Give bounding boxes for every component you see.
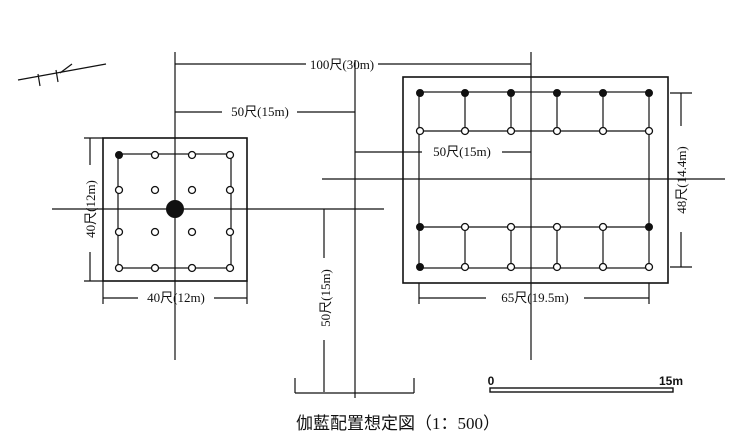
pillar-base — [506, 222, 516, 232]
hall-foundation — [402, 76, 669, 284]
pillar-base — [114, 185, 124, 195]
central-pillar — [166, 200, 184, 218]
pillar-base — [415, 126, 425, 136]
hall-depth-dimension: 48尺(14.4m) — [670, 92, 692, 268]
pillar-base — [150, 185, 160, 195]
pillar-base — [598, 222, 608, 232]
scale-end-label: 15m — [659, 374, 683, 388]
pillar-base — [506, 126, 516, 136]
top-offset-label: 50尺(15m) — [231, 104, 289, 119]
pillar-base — [225, 263, 235, 273]
pillar-base — [114, 227, 124, 237]
pillar-base — [187, 150, 197, 160]
base-bracket — [294, 378, 415, 394]
pillar-base — [598, 126, 608, 136]
pillar-base — [506, 262, 516, 272]
hall-width-dimension: 65尺(19.5m) — [418, 283, 650, 305]
overall-span-dimension: 100尺(30m) — [175, 57, 531, 72]
pillar-base — [553, 89, 561, 97]
pillar-base — [416, 89, 424, 97]
pillar-base — [114, 263, 124, 273]
hall-offset-label: 50尺(15m) — [433, 144, 491, 159]
pillar-base — [150, 263, 160, 273]
pillar-base — [644, 262, 654, 272]
top-offset-dimension: 50尺(15m) — [175, 104, 355, 119]
pillar-base — [460, 222, 470, 232]
pillar-base — [644, 126, 654, 136]
pillar-base — [552, 222, 562, 232]
pagoda-height-label: 40尺(12m) — [83, 180, 98, 238]
hall-offset-dimension: 50尺(15m) — [355, 144, 531, 159]
pillar-base — [150, 227, 160, 237]
pagoda-foundation — [102, 137, 248, 282]
pillar-base — [599, 89, 607, 97]
figure-caption: 伽藍配置想定図（1：500） — [296, 414, 500, 433]
pagoda-height-dimension: 40尺(12m) — [83, 137, 103, 282]
pillar-base — [507, 89, 515, 97]
pillar-base — [645, 89, 653, 97]
pagoda-pillars — [114, 150, 235, 273]
pillar-base — [645, 223, 653, 231]
pillar-base — [115, 151, 123, 159]
pillar-base — [598, 262, 608, 272]
pillar-base — [552, 126, 562, 136]
pillar-base — [225, 227, 235, 237]
scale-bar: 0 15m — [488, 374, 683, 393]
pillar-base — [460, 262, 470, 272]
scale-start-label: 0 — [488, 374, 495, 388]
north-arrow-icon — [17, 63, 107, 87]
overall-span-label: 100尺(30m) — [310, 57, 374, 72]
pillar-base — [461, 89, 469, 97]
pagoda-width-label: 40尺(12m) — [147, 290, 205, 305]
pillar-base — [187, 227, 197, 237]
pillar-base — [187, 263, 197, 273]
pillar-base — [416, 263, 424, 271]
pillar-base — [150, 150, 160, 160]
pillar-base — [416, 223, 424, 231]
hall-width-label: 65尺(19.5m) — [501, 290, 569, 305]
pillar-base — [225, 185, 235, 195]
pillar-base — [460, 126, 470, 136]
pillar-base — [187, 185, 197, 195]
pagoda-width-dimension: 40尺(12m) — [102, 281, 248, 305]
pillar-base — [225, 150, 235, 160]
vertical-gap-dimension: 50尺(15m) — [318, 209, 333, 392]
vertical-gap-label: 50尺(15m) — [318, 269, 333, 327]
hall-depth-label: 48尺(14.4m) — [674, 146, 689, 214]
hall-pillars — [415, 89, 654, 272]
pillar-base — [552, 262, 562, 272]
